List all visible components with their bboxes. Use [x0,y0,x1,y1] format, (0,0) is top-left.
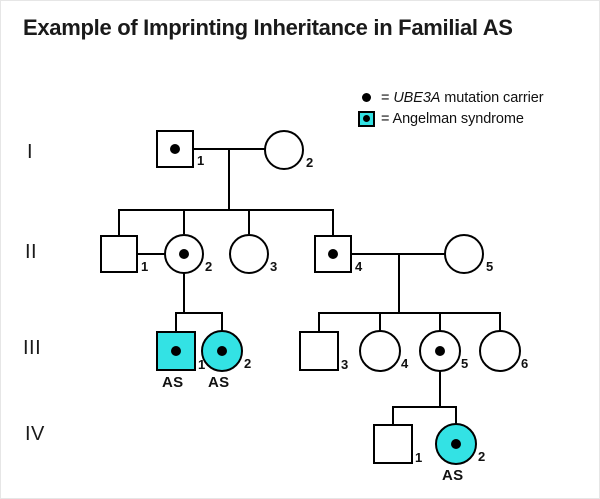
descent-line-III5 [439,371,441,407]
individual-number-III-2: 2 [244,356,252,371]
legend-label-carrier: = UBE3A mutation carrier [381,89,544,106]
individual-number-II-2: 2 [205,259,213,274]
individual-I-1[interactable] [156,130,194,168]
sib-drop-III1 [175,312,177,332]
page-title: Example of Imprinting Inheritance in Fam… [23,15,513,40]
individual-III-4[interactable] [359,330,401,372]
sib-drop-II4 [332,209,334,235]
individual-II-4[interactable] [314,235,352,273]
individual-number-I-1: 1 [197,153,205,168]
as-label-IV-2: AS [442,467,464,484]
sib-drop-III5 [439,312,441,331]
legend: = UBE3A mutation carrier = Angelman synd… [351,87,595,129]
individual-III-2[interactable] [201,330,243,372]
carrier-dot-icon [217,346,227,356]
affected-square-icon [351,110,381,127]
generation-label-III: III [23,337,42,359]
sib-drop-II2 [183,209,185,234]
carrier-dot-icon [451,439,461,449]
carrier-dot-icon [435,346,445,356]
sib-drop-IV2 [455,406,457,424]
individual-number-IV-2: 2 [478,449,486,464]
individual-number-III-6: 6 [521,356,529,371]
carrier-dot-icon [171,346,181,356]
as-label-III-2: AS [208,374,230,391]
carrier-dot-icon [351,93,381,102]
sibship-line-gen3-left [175,312,223,314]
individual-II-1[interactable] [100,235,138,273]
individual-III-1[interactable] [156,331,196,371]
individual-number-IV-1: 1 [415,450,423,465]
individual-II-3[interactable] [229,234,269,274]
descent-line-gen2-right [398,253,400,313]
carrier-dot-icon [179,249,189,259]
legend-label-angelman: = Angelman syndrome [381,110,524,127]
individual-I-2[interactable] [264,130,304,170]
sibship-line-gen2 [118,209,333,211]
individual-number-III-3: 3 [341,357,349,372]
individual-II-5[interactable] [444,234,484,274]
legend-item-carrier: = UBE3A mutation carrier [351,87,595,108]
individual-number-II-3: 3 [270,259,278,274]
individual-number-I-2: 2 [306,155,314,170]
individual-number-III-4: 4 [401,356,409,371]
generation-label-II: II [25,241,38,263]
legend-item-angelman: = Angelman syndrome [351,108,595,129]
descent-line-gen1 [228,148,230,210]
sib-drop-III2 [221,312,223,331]
sib-drop-III4 [379,312,381,331]
individual-number-III-1: 1 [198,357,206,372]
individual-IV-2[interactable] [435,423,477,465]
sib-drop-II1 [118,209,120,235]
sib-drop-IV1 [392,406,394,425]
carrier-dot-icon [328,249,338,259]
mating-line-II1-II2 [137,253,165,255]
sib-drop-III6 [499,312,501,331]
sib-drop-III3 [318,312,320,332]
individual-number-II-4: 4 [355,259,363,274]
individual-III-6[interactable] [479,330,521,372]
generation-label-IV: IV [25,423,45,445]
sib-drop-II3 [248,209,250,234]
sibship-line-gen4 [392,406,456,408]
individual-IV-1[interactable] [373,424,413,464]
as-label-III-1: AS [162,374,184,391]
individual-number-III-5: 5 [461,356,469,371]
individual-III-5[interactable] [419,330,461,372]
descent-line-II2 [183,273,185,313]
individual-number-II-5: 5 [486,259,494,274]
individual-II-2[interactable] [164,234,204,274]
generation-label-I: I [27,141,34,163]
sibship-line-gen3-right [318,312,500,314]
carrier-dot-icon [170,144,180,154]
individual-III-3[interactable] [299,331,339,371]
individual-number-II-1: 1 [141,259,149,274]
